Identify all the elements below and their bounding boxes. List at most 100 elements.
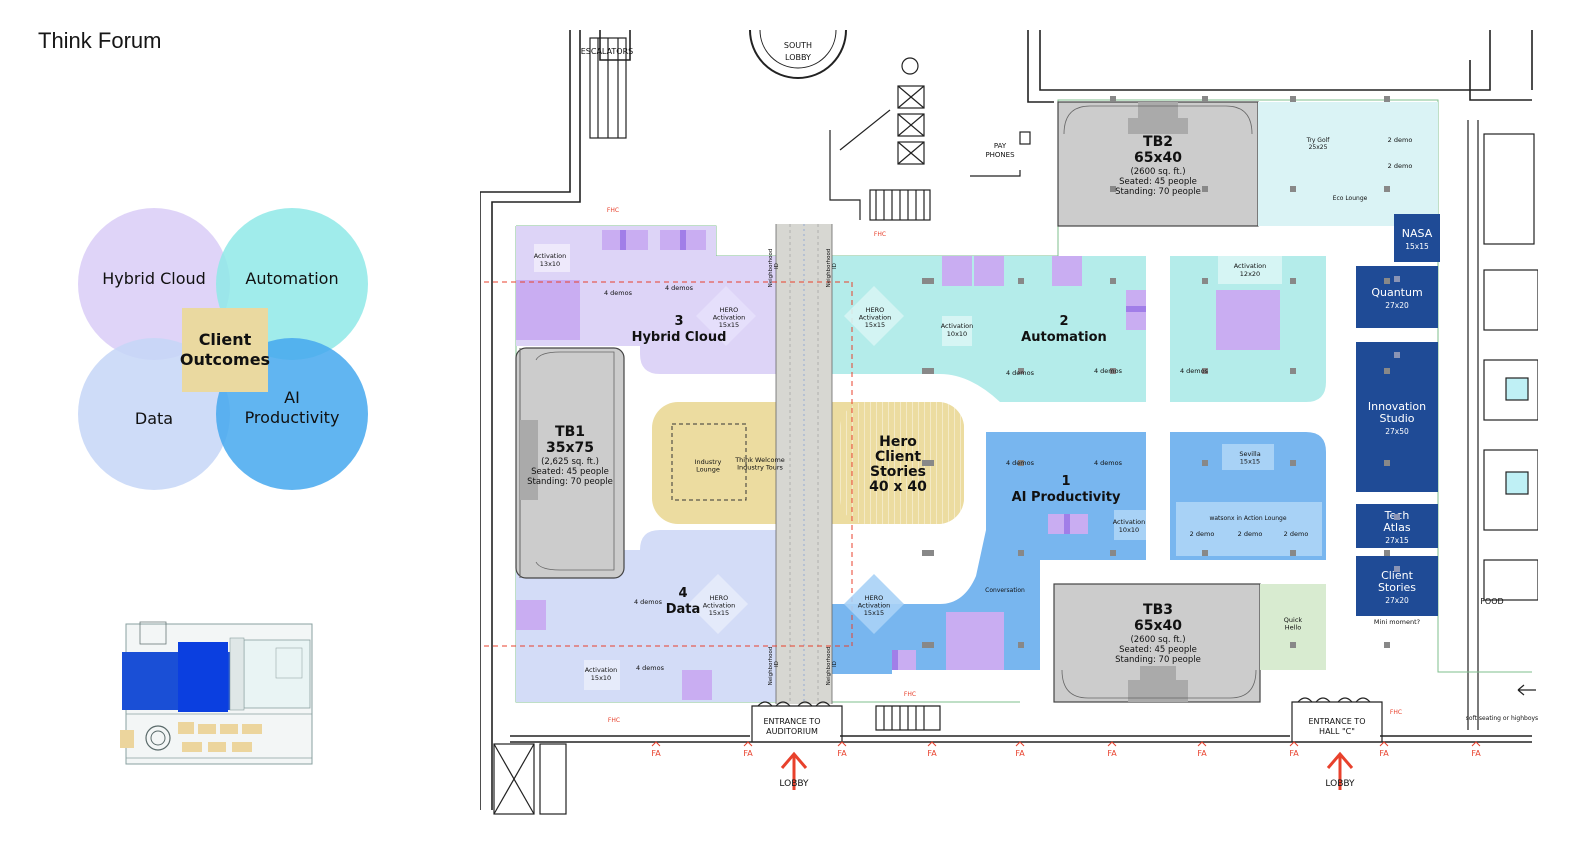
boundary-dashed-lines bbox=[484, 281, 853, 647]
label-two-demo-0: 2 demo bbox=[1388, 136, 1413, 144]
sidebar-title-quantum: Quantum bbox=[1371, 286, 1422, 299]
label-two-demo-1: 2 demo bbox=[1388, 162, 1413, 170]
sidebar-size-techatlas: 27x15 bbox=[1385, 536, 1409, 545]
escalators bbox=[589, 37, 627, 139]
label-soft-seating: soft seating or highboys bbox=[1466, 715, 1538, 722]
label-entrance-auditorium: ENTRANCE TO bbox=[764, 717, 821, 726]
label-escalators: ESCALATORS bbox=[581, 47, 634, 56]
zone-name-ai: AI Productivity bbox=[1012, 490, 1121, 505]
label-sevilla: Sevilla bbox=[1239, 450, 1260, 458]
label-four-demos-0: 4 demos bbox=[604, 289, 633, 297]
floor-plan: NASA15x15Quantum27x20InnovationStudio27x… bbox=[480, 30, 1538, 815]
label-sevilla: 15x15 bbox=[1240, 458, 1260, 466]
label-four-demos-5: 4 demos bbox=[1006, 459, 1035, 467]
label-four-demos-4: 4 demos bbox=[1180, 367, 1209, 375]
label-hero-activation-2: Activation bbox=[859, 314, 892, 322]
sidebar-size-innovation: 27x50 bbox=[1385, 427, 1409, 436]
theater-area-tb1: (2,625 sq. ft.) bbox=[541, 457, 599, 467]
label-south-lobby: SOUTH bbox=[784, 41, 812, 50]
label-neighborhood-3: Neighborhood bbox=[768, 647, 774, 686]
hero-label: 40 x 40 bbox=[869, 479, 927, 495]
sidebar-title-innovation: Studio bbox=[1379, 412, 1414, 425]
southwest-stairs bbox=[493, 743, 567, 815]
label-fhc-4: FHC bbox=[1390, 709, 1402, 716]
east-wall-detail bbox=[1467, 120, 1538, 730]
label-try-golf: 25x25 bbox=[1309, 144, 1328, 151]
label-try-golf: Try Golf bbox=[1306, 137, 1331, 144]
label-activation-15x10: Activation bbox=[585, 666, 618, 674]
theater-area-tb2: (2600 sq. ft.) bbox=[1130, 167, 1185, 177]
label-south-lobby: LOBBY bbox=[785, 53, 811, 62]
label-neighborhood-1: Neighborhood bbox=[768, 249, 774, 288]
theater-standing-tb1: Standing: 70 people bbox=[527, 477, 613, 487]
label-activation-12x20: Activation bbox=[1234, 262, 1267, 270]
label-fa-9: FA bbox=[1471, 749, 1481, 758]
sidebar-title-clientstories: Client bbox=[1381, 569, 1414, 582]
zone-number-automation: 2 bbox=[1059, 314, 1068, 329]
label-activation-10x10-b: Activation bbox=[1113, 518, 1146, 526]
venn-label-ai: AI bbox=[284, 388, 300, 407]
theater-tb1 bbox=[515, 347, 625, 579]
theater-standing-tb2: Standing: 70 people bbox=[1115, 187, 1201, 197]
sidebar-size-clientstories: 27x20 bbox=[1385, 596, 1409, 605]
zone-hybrid-cloud bbox=[516, 226, 776, 374]
sidebar-size-quantum: 27x20 bbox=[1385, 301, 1409, 310]
label-fa-0: FA bbox=[651, 749, 661, 758]
label-neighborhood-id-1: ID bbox=[774, 263, 780, 269]
label-think-welcome: Industry Tours bbox=[737, 464, 783, 472]
label-activation-10x10-a: 10x10 bbox=[947, 330, 967, 338]
label-neighborhood-4: Neighborhood bbox=[826, 647, 832, 686]
label-hero-activation-2: 15x15 bbox=[865, 321, 885, 329]
label-two-demo-2: 2 demo bbox=[1190, 530, 1215, 538]
hero-activation-diamonds bbox=[688, 286, 904, 634]
label-hero-activation-1: 15x15 bbox=[719, 321, 739, 329]
label-hero-activation-1: HERO bbox=[720, 306, 739, 314]
label-hero-activation-3: 15x15 bbox=[709, 609, 729, 617]
label-four-demos-6: 4 demos bbox=[1094, 459, 1123, 467]
venn-label-data: Data bbox=[135, 409, 173, 428]
elevator-bank bbox=[829, 57, 1031, 221]
label-activation-12x20: 12x20 bbox=[1240, 270, 1260, 278]
label-industry-lounge: Industry bbox=[695, 458, 722, 466]
sidebar-title-techatlas: Atlas bbox=[1383, 521, 1410, 534]
label-fa-8: FA bbox=[1379, 749, 1389, 758]
venn-center-box bbox=[182, 308, 268, 392]
sidebar-title-clientstories: Stories bbox=[1378, 581, 1416, 594]
zone-name-automation: Automation bbox=[1021, 330, 1107, 345]
label-fa-5: FA bbox=[1107, 749, 1117, 758]
label-lobby-2: LOBBY bbox=[1325, 779, 1355, 789]
label-activation-13x10: Activation bbox=[534, 252, 567, 260]
label-hero-activation-2: HERO bbox=[866, 306, 885, 314]
label-eco-lounge: Eco Lounge bbox=[1333, 195, 1368, 202]
zone-number-ai: 1 bbox=[1061, 474, 1070, 489]
label-four-demos-3: 4 demos bbox=[1094, 367, 1123, 375]
theater-seated-tb1: Seated: 45 people bbox=[531, 467, 609, 477]
label-activation-13x10: 13x10 bbox=[540, 260, 560, 268]
label-pay-phones: PAY bbox=[994, 142, 1007, 150]
hero-label: Client bbox=[875, 449, 921, 465]
theater-seated-tb2: Seated: 45 people bbox=[1119, 177, 1197, 187]
label-fa-2: FA bbox=[837, 749, 847, 758]
label-think-welcome: Think Welcome bbox=[734, 456, 785, 464]
label-hero-activation-4: 15x15 bbox=[864, 609, 884, 617]
venn-label-hybrid: Hybrid Cloud bbox=[102, 269, 206, 288]
label-neighborhood-id-2: ID bbox=[832, 263, 838, 269]
label-hero-activation-3: HERO bbox=[710, 594, 729, 602]
label-quick-hello: Hello bbox=[1285, 624, 1301, 632]
label-food: FOOD bbox=[1480, 597, 1503, 606]
label-fa-6: FA bbox=[1197, 749, 1207, 758]
sidebar-title-innovation: Innovation bbox=[1368, 400, 1426, 413]
label-neighborhood-2: Neighborhood bbox=[826, 249, 832, 288]
theater-name-tb1: TB1 bbox=[555, 424, 585, 440]
label-neighborhood-id-4: ID bbox=[832, 661, 838, 667]
label-activation-15x10: 15x10 bbox=[591, 674, 611, 682]
label-fa-7: FA bbox=[1289, 749, 1299, 758]
label-four-demos-1: 4 demos bbox=[665, 284, 694, 292]
label-industry-lounge: Lounge bbox=[696, 466, 720, 474]
label-neighborhood-id-3: ID bbox=[774, 661, 780, 667]
label-entrance-hall: HALL "C" bbox=[1319, 727, 1355, 736]
label-entrance-hall: ENTRANCE TO bbox=[1309, 717, 1366, 726]
label-fhc-2: FHC bbox=[904, 691, 916, 698]
label-quick-hello: Quick bbox=[1284, 616, 1303, 624]
hero-label: Hero bbox=[879, 434, 917, 450]
